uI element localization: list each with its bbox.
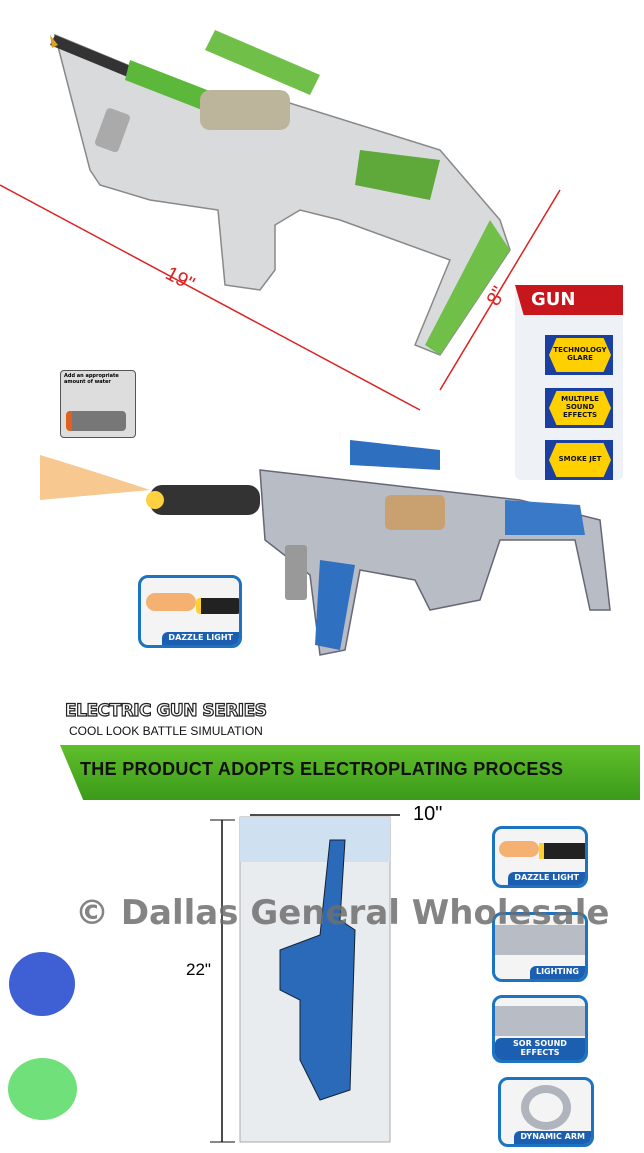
feature-badge: MULTIPLE SOUND EFFECTS (545, 388, 613, 428)
feature-badge: TECHNOLOGY GLARE (545, 335, 613, 375)
series-title: ELECTRIC GUN SERIES (64, 700, 267, 721)
package-width-label: 10" (413, 803, 443, 825)
color-swatch-blue (9, 952, 75, 1016)
water-note-inset: Add an appropriate amount of water (60, 370, 136, 438)
feature-inset-label: DAZZLE LIGHT (508, 872, 585, 885)
height-dimension-line (439, 189, 561, 391)
feature-inset: SOR SOUND EFFECTS (492, 995, 588, 1063)
dazzle-light-inset: DAZZLE LIGHT (138, 575, 242, 648)
green-toy-gun (50, 30, 511, 356)
feature-inset: DYNAMIC ARM (498, 1077, 594, 1147)
color-swatch-green (8, 1058, 77, 1120)
length-dimension-line (0, 184, 421, 411)
package-height-label: 22" (186, 960, 211, 979)
blue-toy-gun (40, 440, 611, 656)
watermark: © Dallas General Wholesale (75, 893, 610, 933)
feature-inset: LIGHTING (492, 912, 588, 982)
age-badge: GUN 3+AGES TECHNOLOGY GLARE MULTIPLE SOU… (515, 285, 623, 480)
feature-inset-label: LIGHTING (529, 966, 585, 979)
banner-text: THE PRODUCT ADOPTS ELECTROPLATING PROCES… (80, 759, 564, 779)
feature-inset-label: SOR SOUND EFFECTS (495, 1038, 585, 1060)
feature-badge: SMOKE JET (545, 440, 613, 480)
feature-inset: DAZZLE LIGHT (492, 826, 588, 888)
feature-inset-label: DYNAMIC ARM (514, 1131, 591, 1144)
dazzle-light-label: DAZZLE LIGHT (162, 632, 239, 645)
package-photo (239, 816, 391, 1143)
age-badge-header: GUN 3+AGES (515, 285, 623, 315)
series-subtitle: COOL LOOK BATTLE SIMULATION (69, 724, 263, 738)
water-note-text: Add an appropriate amount of water (64, 373, 119, 385)
process-banner: THE PRODUCT ADOPTS ELECTROPLATING PROCES… (60, 745, 640, 800)
